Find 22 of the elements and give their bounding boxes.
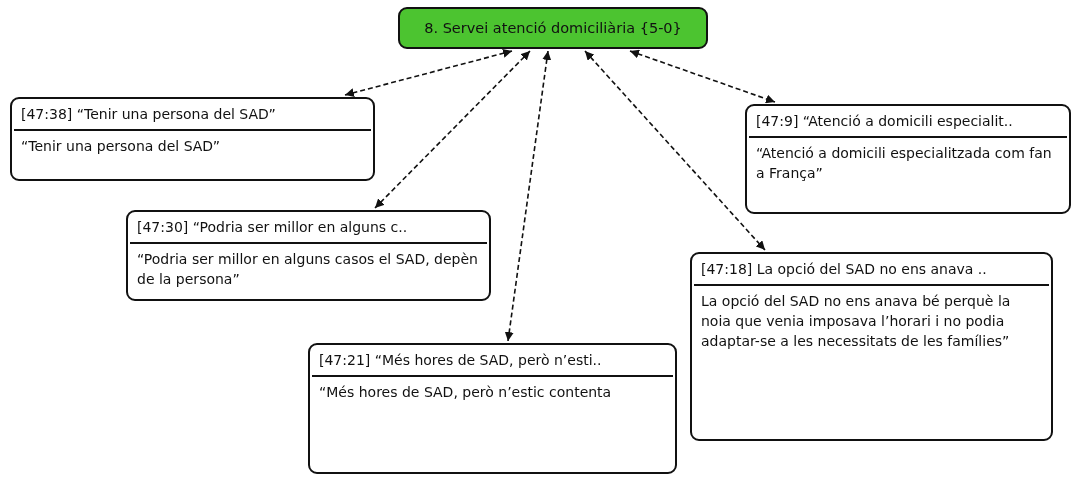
- quote-text: La opció del SAD no ens anava bé perquè la noia que venia imposava l’horari i no podia adaptar-se a les necessitats de les famílies”: [700, 292, 1012, 351]
- quote-heading: [47:38] “Tenir una persona del SAD”: [14, 99, 371, 131]
- quote-heading: [47:18] La opció del SAD no ens anava ..: [694, 254, 1049, 286]
- quote-card: [690, 252, 1053, 441]
- dashed-arrow: [629, 49, 776, 104]
- quote-card: [308, 343, 677, 474]
- quote-heading: [47:30] “Podria ser millor en alguns c..: [130, 212, 487, 244]
- quote-card: [745, 104, 1071, 214]
- quote-text: “Atenció a domicili especialitzada com fan a França”: [755, 144, 1053, 183]
- quote-text: “Tenir una persona del SAD”: [20, 137, 222, 156]
- quote-card: [126, 210, 491, 301]
- code-label: 8. Servei atenció domiciliària {5-0}: [424, 19, 682, 38]
- quote-text: “Podria ser millor en alguns casos el SAD, depèn de la persona”: [136, 250, 479, 289]
- dashed-arrow: [504, 50, 552, 342]
- dashed-arrow: [344, 48, 513, 98]
- quote-heading: [47:21] “Més hores de SAD, però n’esti..: [312, 345, 673, 377]
- quote-text: “Més hores de SAD, però n’estic contenta: [318, 383, 613, 402]
- quote-card: [10, 97, 375, 181]
- quote-heading: [47:9] “Atenció a domicili especialit..: [749, 106, 1067, 138]
- dashed-arrow: [374, 50, 531, 209]
- code-box: [398, 7, 708, 49]
- dashed-arrow: [584, 50, 766, 251]
